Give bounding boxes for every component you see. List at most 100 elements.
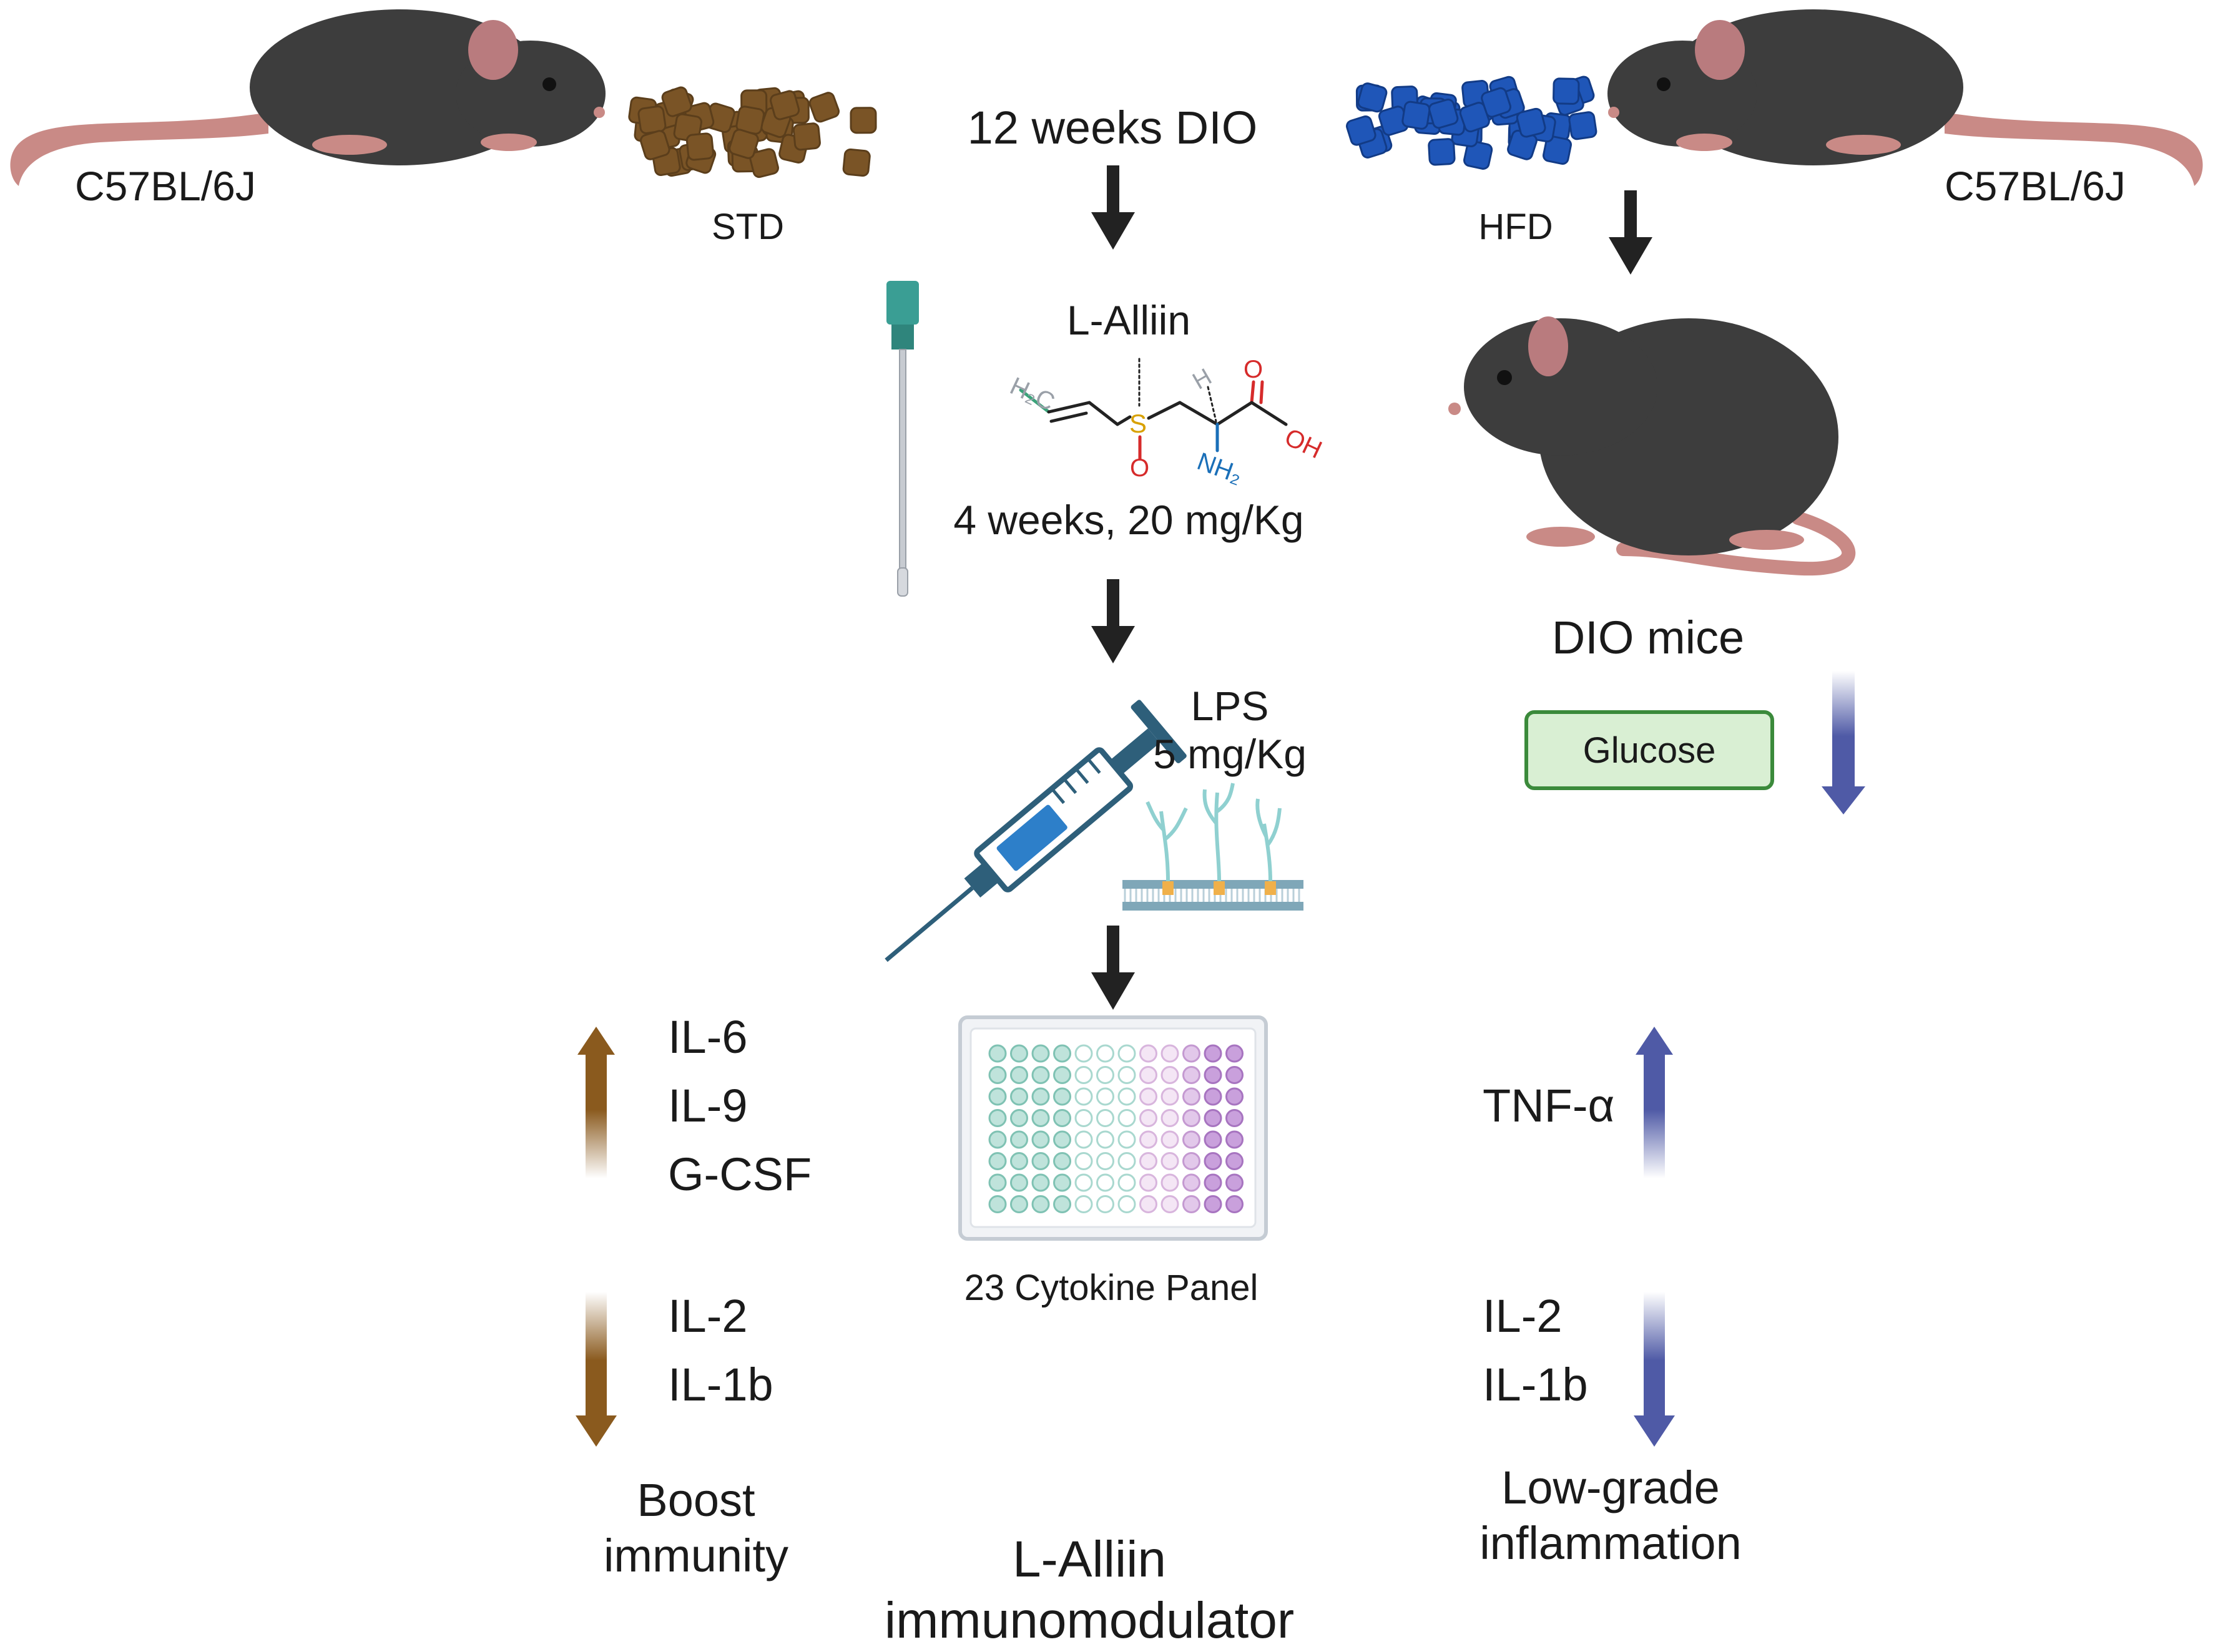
plate-well — [1010, 1130, 1028, 1149]
std-chow-pellets-icon — [628, 86, 877, 178]
plate-well — [1074, 1173, 1093, 1192]
plate-well — [1182, 1087, 1200, 1106]
plate-well — [1074, 1087, 1093, 1106]
plate-well — [988, 1195, 1007, 1213]
plate-well — [1074, 1066, 1093, 1084]
dio-mice-label: DIO mice — [1551, 612, 1745, 663]
pellet — [1516, 107, 1546, 138]
plate-well — [1117, 1044, 1136, 1063]
plate-well — [1182, 1109, 1200, 1127]
std-label: STD — [712, 207, 784, 247]
atom-o-sulfoxide: O — [1130, 454, 1149, 482]
plate-well — [1139, 1173, 1157, 1192]
lps-dose-label: 5 mg/Kg — [1153, 731, 1307, 777]
plate-well — [1139, 1109, 1157, 1127]
plate-well — [1096, 1087, 1114, 1106]
plate-well — [1074, 1044, 1093, 1063]
plate-well — [1225, 1087, 1244, 1106]
pellet — [850, 107, 877, 134]
plate-well — [1204, 1130, 1222, 1149]
pellet — [1463, 140, 1493, 170]
right-down-item-1: IL-2 — [1483, 1290, 1563, 1342]
plate-well — [1117, 1087, 1136, 1106]
plate-well — [1117, 1130, 1136, 1149]
dose-label: 4 weeks, 20 mg/Kg — [953, 497, 1304, 543]
pellet — [1568, 111, 1597, 140]
atom-o-carbonyl: O — [1244, 356, 1263, 383]
atom-oh: OH — [1280, 423, 1326, 464]
plate-well — [1139, 1044, 1157, 1063]
pellet — [1346, 115, 1376, 146]
right-outcome-line-1: Low-grade — [1501, 1462, 1720, 1513]
left-up-item-1: IL-6 — [668, 1011, 748, 1063]
plate-well — [1204, 1152, 1222, 1170]
glucose-box: Glucose — [1524, 710, 1774, 790]
pellet — [1428, 99, 1459, 129]
plate-well — [1225, 1130, 1244, 1149]
plate-well — [1204, 1173, 1222, 1192]
plate-well — [1010, 1195, 1028, 1213]
pellet — [1543, 135, 1572, 165]
plate-well — [1074, 1152, 1093, 1170]
plate-well — [988, 1152, 1007, 1170]
plate-well — [1204, 1087, 1222, 1106]
panel-label: 23 Cytokine Panel — [964, 1268, 1259, 1308]
left-outcome-label: Boost immunity — [604, 1473, 788, 1584]
compound-label: L-Alliin — [1066, 297, 1191, 343]
plate-well — [1139, 1066, 1157, 1084]
plate-well — [988, 1173, 1007, 1192]
plate-well — [1074, 1195, 1093, 1213]
plate-well — [1096, 1130, 1114, 1149]
hfd-label: HFD — [1478, 207, 1553, 247]
right-strain-label: C57BL/6J — [1945, 163, 2126, 209]
pellet — [1459, 102, 1490, 133]
flow-arrow-2 — [1091, 579, 1135, 663]
flow-arrow-hfd — [1609, 190, 1652, 275]
pellet — [842, 148, 871, 177]
right-up-item-1: TNF-α — [1483, 1080, 1615, 1131]
right-up-arrow-icon — [1636, 1027, 1673, 1178]
plate-well — [1160, 1173, 1179, 1192]
plate-well — [1010, 1087, 1028, 1106]
pellet — [749, 148, 779, 178]
plate-well — [1053, 1066, 1071, 1084]
left-strain-label: C57BL/6J — [75, 163, 256, 209]
pellet — [1553, 77, 1580, 105]
plate-well — [1010, 1066, 1028, 1084]
pellet — [770, 90, 800, 120]
plate-well — [1225, 1044, 1244, 1063]
pellet — [637, 105, 667, 134]
plate-well — [988, 1130, 1007, 1149]
conclusion-line-2: immunomodulator — [884, 1592, 1295, 1650]
plate-well — [1010, 1044, 1028, 1063]
plate-well — [988, 1066, 1007, 1084]
plate-well — [1031, 1130, 1050, 1149]
plate-well — [1139, 1152, 1157, 1170]
plate-well — [1182, 1130, 1200, 1149]
left-outcome-line-2: immunity — [603, 1529, 789, 1581]
plate-well — [988, 1044, 1007, 1063]
plate-well — [988, 1087, 1007, 1106]
plate-well — [1204, 1066, 1222, 1084]
atom-nh2: NH₂ — [1194, 447, 1246, 489]
plate-well — [1053, 1087, 1071, 1106]
plate-well — [1053, 1130, 1071, 1149]
left-outcome-line-1: Boost — [637, 1474, 755, 1526]
conclusion-line-1: L-Alliin — [1012, 1531, 1167, 1588]
plate-well — [1010, 1173, 1028, 1192]
plate-well — [1225, 1066, 1244, 1084]
atom-h: H — [1189, 364, 1217, 395]
plate-well — [1053, 1044, 1071, 1063]
plate-well — [1010, 1109, 1028, 1127]
plate-well — [1031, 1066, 1050, 1084]
plate-well — [1117, 1152, 1136, 1170]
glucose-down-arrow-icon — [1822, 671, 1865, 814]
right-outcome-label: Low-grade inflammation — [1479, 1460, 1742, 1571]
l-alliin-molecule-icon: H₂C S O H O OH NH₂ — [1006, 356, 1326, 489]
plate-well — [1096, 1066, 1114, 1084]
plate-well — [1160, 1087, 1179, 1106]
plate-well — [1010, 1152, 1028, 1170]
right-outcome-line-2: inflammation — [1479, 1517, 1742, 1569]
needle-icon — [886, 281, 919, 597]
plate-well — [1117, 1109, 1136, 1127]
